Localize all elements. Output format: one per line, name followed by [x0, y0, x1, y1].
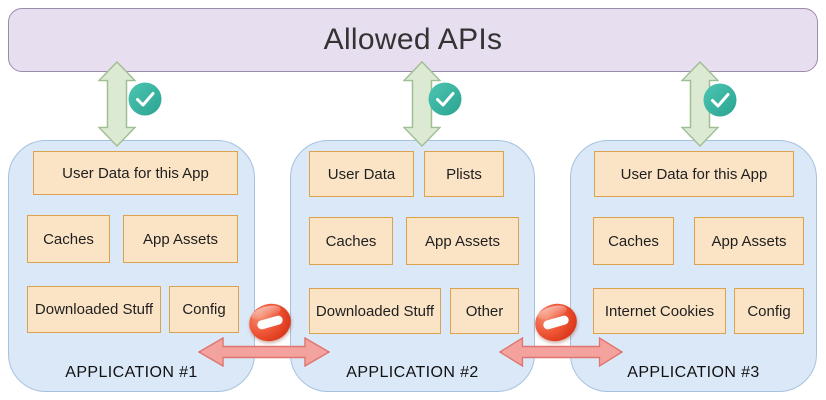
sandbox-item-box: App Assets: [406, 217, 519, 265]
application-3-container: User Data for this App Caches App Assets…: [570, 140, 817, 392]
allowed-connection-arrow-app2: [403, 61, 441, 147]
sandbox-item-box: Caches: [309, 217, 393, 265]
allowed-connection-arrow-app1: [98, 61, 136, 147]
checkmark-icon: [428, 82, 462, 116]
application-2-container: User Data Plists Caches App Assets Downl…: [290, 140, 535, 392]
blocked-connection-arrow-app1-app2: [198, 337, 330, 367]
sandbox-item-box: Caches: [27, 215, 110, 263]
sandbox-item-box: Downloaded Stuff: [27, 286, 161, 333]
allowed-apis-title: Allowed APIs: [323, 23, 503, 56]
sandbox-item-box: Config: [734, 288, 804, 334]
sandbox-item-box: User Data for this App: [594, 151, 794, 197]
sandbox-item-box: User Data: [309, 151, 414, 197]
checkmark-icon: [703, 83, 737, 117]
sandbox-item-box: App Assets: [123, 215, 238, 263]
sandbox-item-box: Other: [450, 288, 519, 334]
application-2-label: APPLICATION #2: [346, 364, 479, 381]
blocked-connection-arrow-app2-app3: [499, 337, 623, 367]
sandbox-item-box: App Assets: [694, 217, 804, 265]
sandbox-item-box: Caches: [593, 217, 674, 265]
allowed-apis-bar: Allowed APIs: [8, 8, 818, 72]
sandbox-item-box: User Data for this App: [33, 151, 238, 195]
sandbox-item-box: Config: [169, 286, 239, 333]
application-1-label: APPLICATION #1: [65, 364, 198, 381]
sandbox-item-box: Downloaded Stuff: [309, 288, 441, 334]
sandbox-item-box: Plists: [424, 151, 504, 197]
checkmark-icon: [128, 82, 162, 116]
application-3-label: APPLICATION #3: [627, 364, 760, 381]
allowed-connection-arrow-app3: [681, 61, 719, 147]
sandbox-item-box: Internet Cookies: [593, 288, 726, 334]
